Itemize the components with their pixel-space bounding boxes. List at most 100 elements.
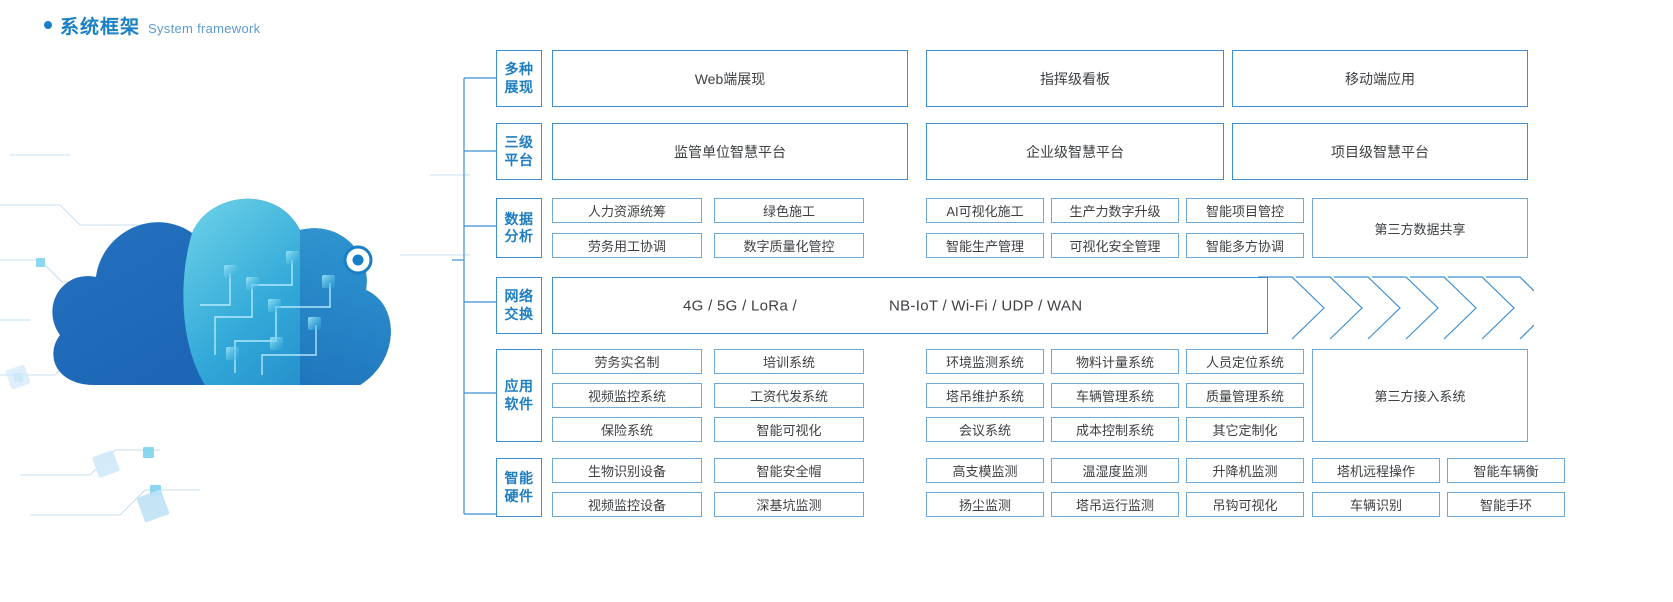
cell-vehicle-management[interactable]: 车辆管理系统 <box>1051 383 1179 408</box>
cell-label: 劳务实名制 <box>594 355 660 370</box>
cell-vehicle-recognition[interactable]: 车辆识别 <box>1312 492 1440 517</box>
row-label-2-line-1: 分析 <box>504 228 534 244</box>
row-label-1-line-1: 平台 <box>504 151 534 168</box>
card-enterprise-platform[interactable]: 企业级智慧平台 <box>926 123 1224 180</box>
cell-smart-project-control[interactable]: 智能项目管控 <box>1186 198 1304 223</box>
cell-labor-coordination[interactable]: 劳务用工协调 <box>552 233 702 258</box>
cell-label: 扬尘监测 <box>958 498 1011 513</box>
network-exchange-box[interactable]: 4G / 5G / LoRa / NB-IoT / Wi-Fi / UDP / … <box>552 277 1268 334</box>
cell-video-surveillance-system[interactable]: 视频监控系统 <box>552 383 702 408</box>
cell-other-customization[interactable]: 其它定制化 <box>1186 417 1304 442</box>
cell-label: 数字质量化管控 <box>743 239 835 254</box>
cell-payroll-system[interactable]: 工资代发系统 <box>714 383 864 408</box>
cell-dust-monitoring[interactable]: 扬尘监测 <box>926 492 1044 517</box>
card-label: 企业级智慧平台 <box>1026 143 1124 160</box>
cell-hook-visualization[interactable]: 吊钩可视化 <box>1186 492 1304 517</box>
cell-labor-realname[interactable]: 劳务实名制 <box>552 349 702 374</box>
card-project-platform[interactable]: 项目级智慧平台 <box>1232 123 1528 180</box>
bullet-dot <box>44 21 52 29</box>
card-label: 项目级智慧平台 <box>1331 143 1429 160</box>
card-command-dashboard[interactable]: 指挥级看板 <box>926 50 1224 107</box>
card-label: 第三方数据共享 <box>1374 221 1466 237</box>
card-mobile-app[interactable]: 移动端应用 <box>1232 50 1528 107</box>
cell-digital-quality-control[interactable]: 数字质量化管控 <box>714 233 864 258</box>
row-label-1-line-0: 三级 <box>504 134 534 150</box>
cell-temp-humidity-monitoring[interactable]: 温湿度监测 <box>1051 458 1179 483</box>
cell-label: AI可视化施工 <box>946 204 1024 219</box>
cell-tower-remote-operation[interactable]: 塔机远程操作 <box>1312 458 1440 483</box>
cell-smart-helmet[interactable]: 智能安全帽 <box>714 458 864 483</box>
card-regulator-platform[interactable]: 监管单位智慧平台 <box>552 123 908 180</box>
cell-label: 车辆识别 <box>1349 498 1402 513</box>
row-label-0-line-0: 多种 <box>504 61 534 77</box>
row-label-2-line-0: 数据 <box>504 210 534 227</box>
cell-smart-production-mgmt[interactable]: 智能生产管理 <box>926 233 1044 258</box>
cell-label: 车辆管理系统 <box>1075 389 1154 404</box>
cell-crane-maintenance[interactable]: 塔吊维护系统 <box>926 383 1044 408</box>
cell-label: 塔机远程操作 <box>1336 464 1415 479</box>
cell-label: 升降机监测 <box>1212 464 1278 479</box>
flow-chevron-arrows <box>1258 276 1534 340</box>
cell-label: 温湿度监测 <box>1082 464 1148 479</box>
cell-environment-monitoring[interactable]: 环境监测系统 <box>926 349 1044 374</box>
row-label-4-line-1: 软件 <box>504 395 534 412</box>
cell-biometric-device[interactable]: 生物识别设备 <box>552 458 702 483</box>
cell-label: 高支模监测 <box>952 464 1018 479</box>
cell-green-construction[interactable]: 绿色施工 <box>714 198 864 223</box>
cell-label: 可视化安全管理 <box>1069 239 1161 254</box>
cell-label: 智能生产管理 <box>945 239 1024 254</box>
cell-smart-visualization[interactable]: 智能可视化 <box>714 417 864 442</box>
cell-crane-operation-monitoring[interactable]: 塔吊运行监测 <box>1051 492 1179 517</box>
row-label-5-line-0: 智能 <box>504 470 534 486</box>
cell-insurance-system[interactable]: 保险系统 <box>552 417 702 442</box>
cell-label: 智能项目管控 <box>1205 204 1284 219</box>
page-title: 系统框架 System framework <box>44 12 260 39</box>
cell-meeting-system[interactable]: 会议系统 <box>926 417 1044 442</box>
cell-video-surveillance-device[interactable]: 视频监控设备 <box>552 492 702 517</box>
cell-label: 塔吊维护系统 <box>945 389 1024 404</box>
cell-ai-visual-construction[interactable]: AI可视化施工 <box>926 198 1044 223</box>
cell-label: 保险系统 <box>600 423 653 438</box>
cell-label: 人力资源统筹 <box>587 204 666 219</box>
cell-label: 视频监控系统 <box>587 389 666 404</box>
cell-label: 塔吊运行监测 <box>1075 498 1154 513</box>
cell-hoist-monitoring[interactable]: 升降机监测 <box>1186 458 1304 483</box>
card-web-display[interactable]: Web端展现 <box>552 50 908 107</box>
card-thirdparty-access-system[interactable]: 第三方接入系统 <box>1312 349 1528 442</box>
page-title-en: System framework <box>148 21 261 36</box>
cell-label: 其它定制化 <box>1212 423 1278 438</box>
cell-high-formwork-monitoring[interactable]: 高支模监测 <box>926 458 1044 483</box>
cell-label: 培训系统 <box>762 355 815 370</box>
row-label-3-line-0: 网络 <box>504 288 534 304</box>
row-label-0-line-1: 展现 <box>504 78 534 95</box>
card-label: 指挥级看板 <box>1040 70 1110 87</box>
cell-label: 吊钩可视化 <box>1212 498 1278 513</box>
card-thirdparty-data-sharing[interactable]: 第三方数据共享 <box>1312 198 1528 258</box>
cell-label: 智能可视化 <box>756 423 822 438</box>
bracket-connector <box>452 77 496 515</box>
cell-personnel-positioning[interactable]: 人员定位系统 <box>1186 349 1304 374</box>
row-label-5-line-1: 硬件 <box>504 487 534 504</box>
cell-hr-coordination[interactable]: 人力资源统筹 <box>552 198 702 223</box>
cell-label: 智能车辆衡 <box>1473 464 1539 479</box>
cell-deep-foundation-monitoring[interactable]: 深基坑监测 <box>714 492 864 517</box>
cell-label: 视频监控设备 <box>587 498 666 513</box>
cell-material-metering[interactable]: 物料计量系统 <box>1051 349 1179 374</box>
cell-label: 深基坑监测 <box>756 498 822 513</box>
cell-label: 质量管理系统 <box>1205 389 1284 404</box>
cell-training-system[interactable]: 培训系统 <box>714 349 864 374</box>
cell-cost-control[interactable]: 成本控制系统 <box>1051 417 1179 442</box>
cell-smart-weighbridge[interactable]: 智能车辆衡 <box>1447 458 1565 483</box>
cell-productivity-upgrade[interactable]: 生产力数字升级 <box>1051 198 1179 223</box>
cell-smart-multiparty[interactable]: 智能多方协调 <box>1186 233 1304 258</box>
cell-label: 劳务用工协调 <box>587 239 666 254</box>
cell-visual-safety-mgmt[interactable]: 可视化安全管理 <box>1051 233 1179 258</box>
cell-quality-management[interactable]: 质量管理系统 <box>1186 383 1304 408</box>
card-label: 监管单位智慧平台 <box>674 143 786 160</box>
cell-label: 会议系统 <box>958 423 1011 438</box>
page-title-cn: 系统框架 <box>60 17 141 38</box>
cell-smart-wristband[interactable]: 智能手环 <box>1447 492 1565 517</box>
row-label-2: 数据 分析 <box>496 198 542 258</box>
network-text-right: NB-IoT / Wi-Fi / UDP / WAN <box>889 297 1083 314</box>
